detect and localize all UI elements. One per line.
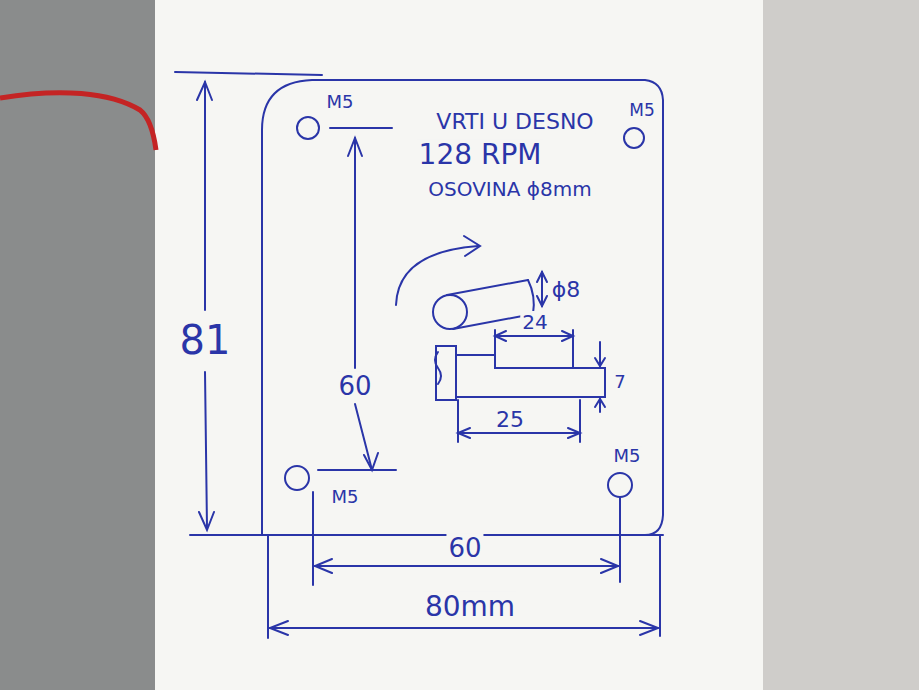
m5-hole <box>297 117 319 139</box>
plate-outline <box>262 80 663 535</box>
shaft-line <box>528 280 534 314</box>
dimension-text: 60 <box>446 534 483 563</box>
shaft-end <box>433 295 467 329</box>
dimension-line <box>270 627 658 629</box>
dimension-line <box>315 565 618 567</box>
dimension-text: 24 <box>520 311 549 333</box>
note-text: 128 RPM <box>417 140 544 171</box>
baseline <box>190 534 663 536</box>
dimension-line <box>205 372 207 528</box>
extension-line <box>312 492 314 585</box>
dimension-line <box>599 342 601 366</box>
arrowheads <box>348 138 378 470</box>
hole-label: M5 <box>325 92 356 112</box>
pen-drawing <box>175 72 663 638</box>
dimension-line <box>204 82 206 310</box>
m5-hole <box>624 128 644 148</box>
dimension-line <box>458 432 580 434</box>
dimension-text: 60 <box>336 372 373 401</box>
arrowheads <box>595 358 605 407</box>
hole-label: M5 <box>330 487 361 507</box>
extension-line <box>457 400 459 442</box>
dimension-text: 25 <box>494 408 526 432</box>
extension-line <box>619 498 621 582</box>
shaft-side <box>456 355 605 397</box>
extension-line <box>175 72 322 75</box>
arrowheads <box>270 621 658 635</box>
red-wire <box>0 93 156 150</box>
dimension-text: 7 <box>612 372 627 392</box>
arrowhead <box>464 236 480 256</box>
extension-line <box>330 127 392 129</box>
right-ground <box>760 0 919 690</box>
dimension-text: 81 <box>178 318 233 362</box>
extension-line <box>267 535 269 638</box>
extension-line <box>659 535 661 636</box>
flange <box>436 346 456 400</box>
arrowheads <box>197 82 214 530</box>
m5-hole <box>285 466 309 490</box>
m5-hole <box>608 473 632 497</box>
dimension-line <box>541 272 543 306</box>
arrowheads <box>537 272 547 306</box>
dimension-text: ϕ8 <box>550 278 583 302</box>
break-line <box>435 352 441 384</box>
hole-label: M5 <box>627 101 656 120</box>
extension-line <box>318 469 396 471</box>
dimension-text: 80mm <box>423 592 517 623</box>
hole-label: M5 <box>612 446 643 466</box>
paper-sheet <box>155 0 763 690</box>
extension-line <box>579 400 581 442</box>
dimension-line <box>495 335 573 337</box>
note-text: OSOVINA ϕ8mm <box>426 178 593 200</box>
note-text: VRTI U DESNO <box>434 110 595 134</box>
dimension-line <box>355 404 372 470</box>
shaft-line <box>447 280 528 295</box>
dimension-line <box>354 138 356 368</box>
